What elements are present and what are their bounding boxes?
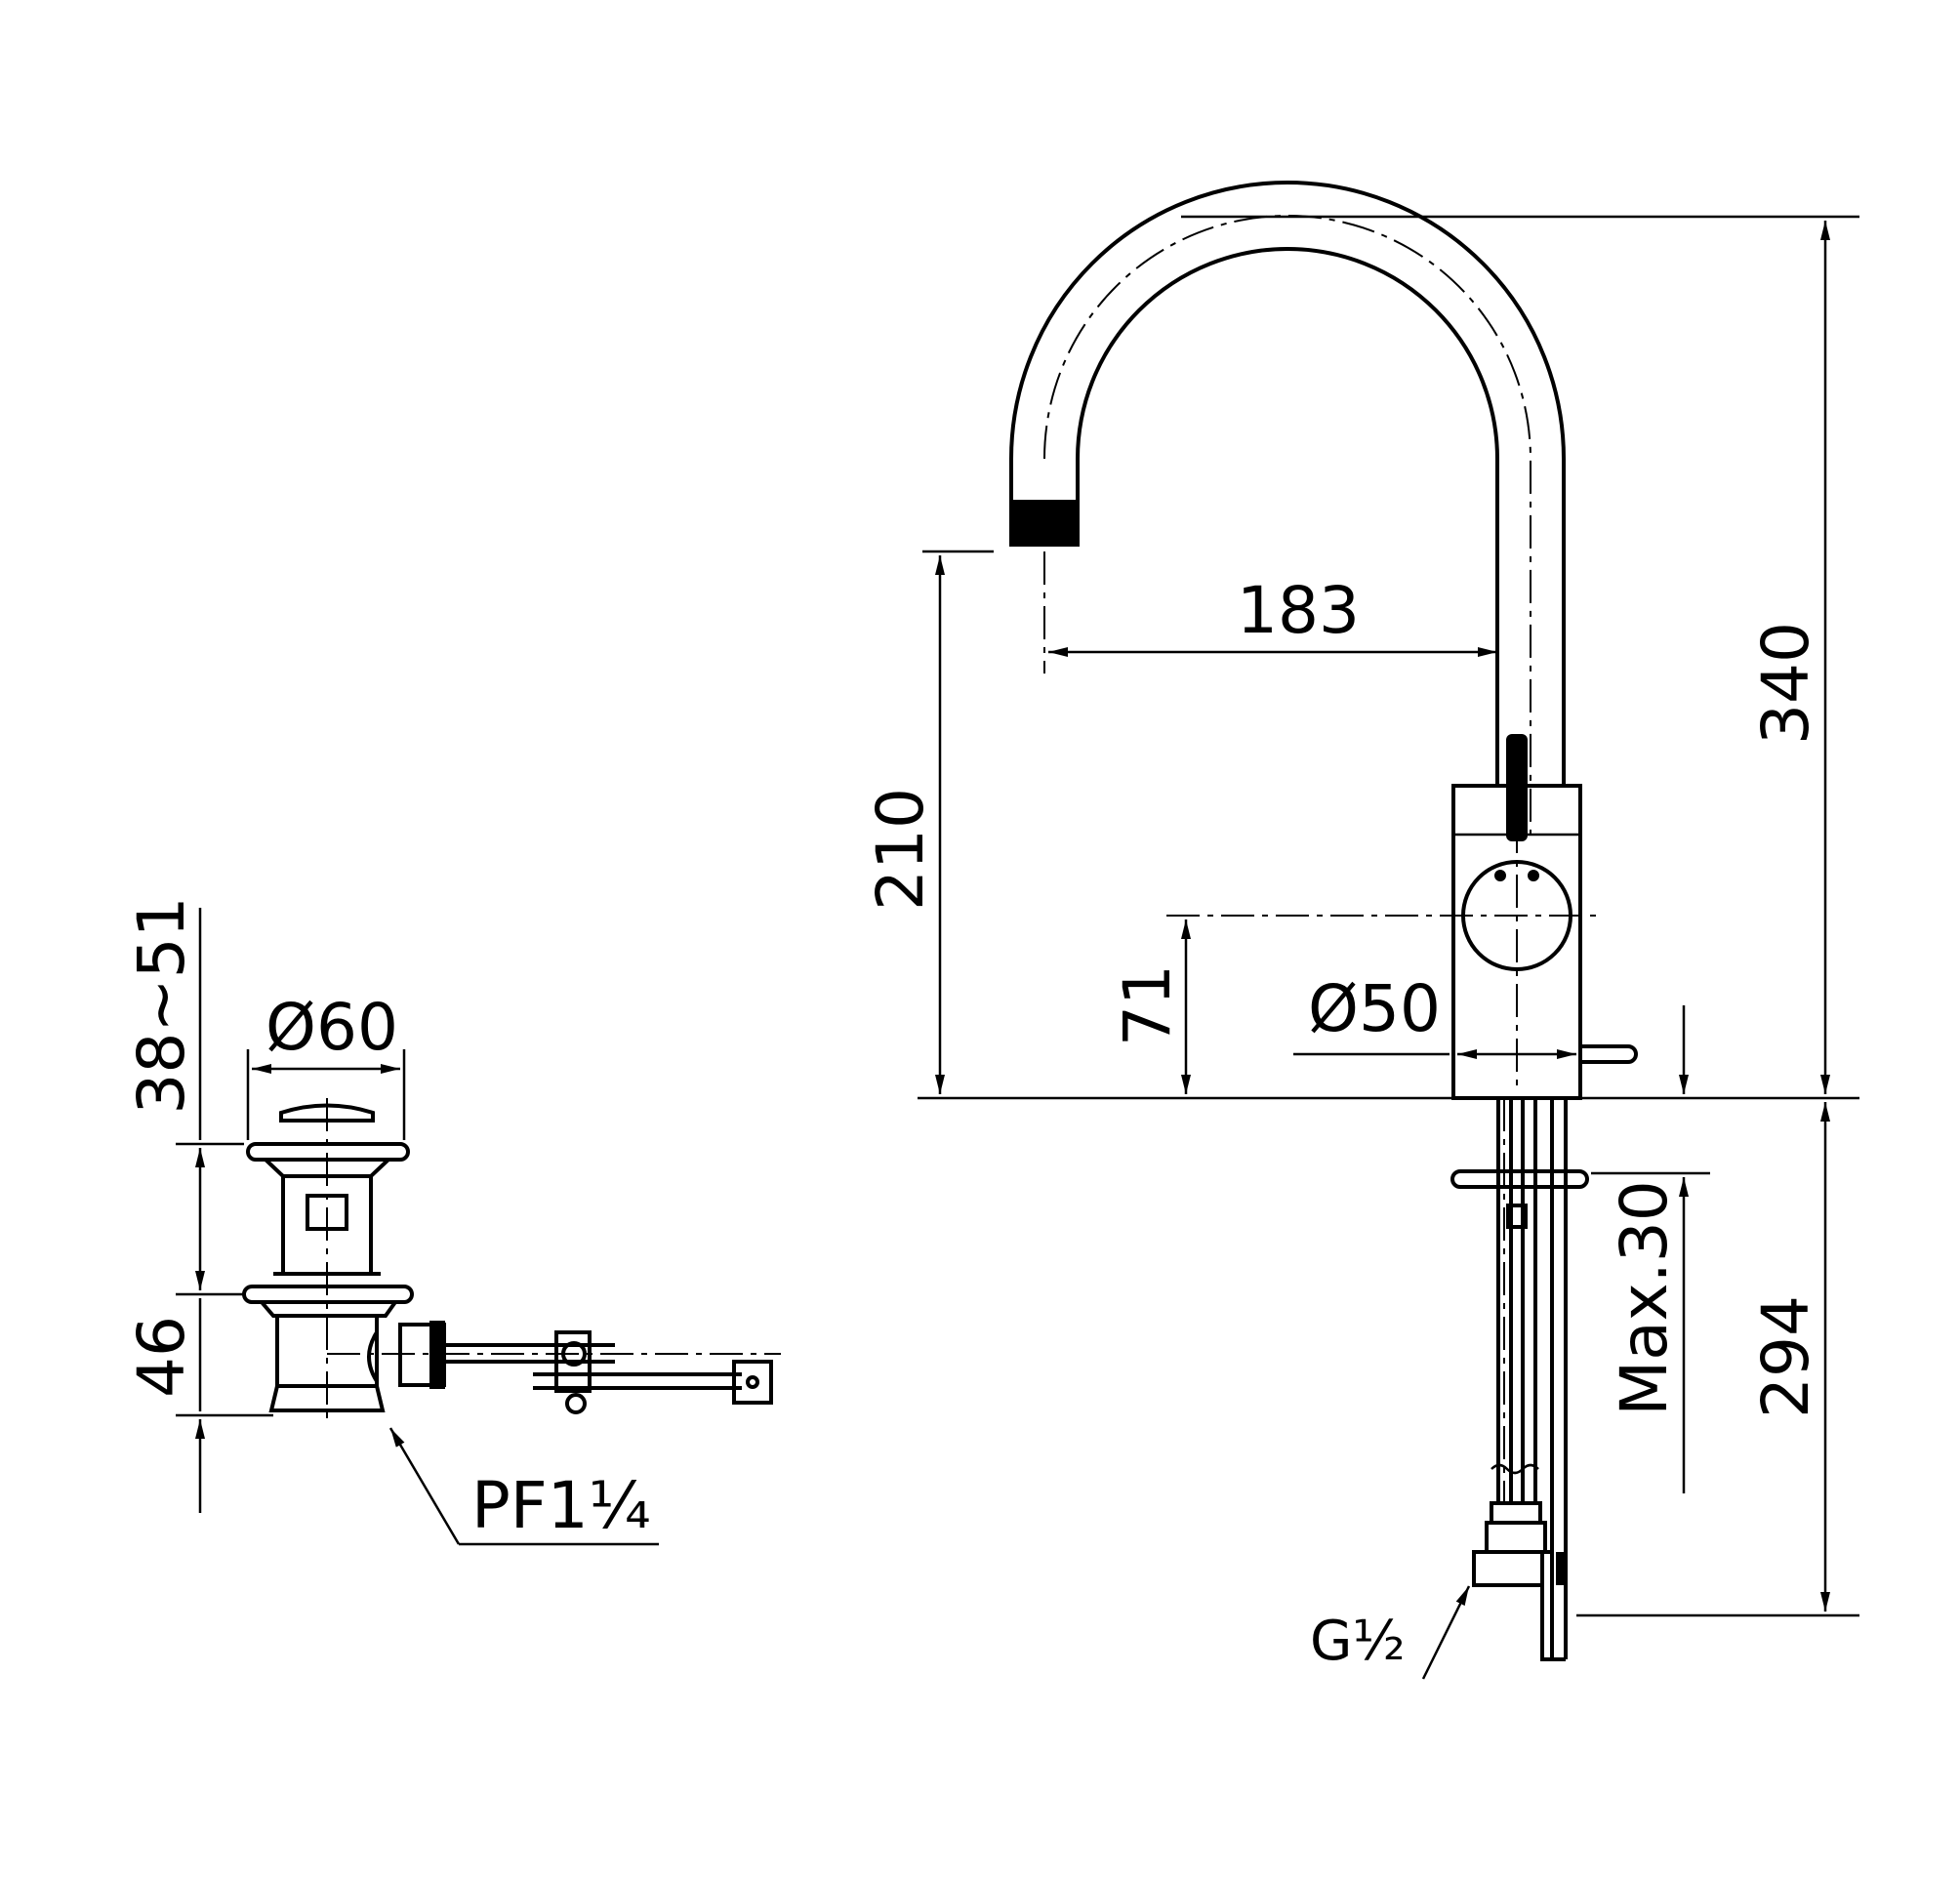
indicator-dot xyxy=(1494,870,1506,881)
dim-label-60: Ø60 xyxy=(265,990,398,1065)
aerator xyxy=(1011,500,1078,547)
dim-label-pf: PF1¼ xyxy=(471,1468,651,1543)
clip-screw xyxy=(561,1341,587,1367)
hose-nut xyxy=(1485,1521,1547,1554)
dim-label-38-51: 38~51 xyxy=(124,896,199,1114)
spout-inner xyxy=(1076,247,1499,786)
leader-pf xyxy=(388,1427,461,1545)
nut xyxy=(1506,1204,1528,1229)
faucet-elevation xyxy=(918,181,1859,1661)
drain-elevation xyxy=(242,1098,781,1425)
rod-end xyxy=(732,1360,773,1405)
dim-label-340: 340 xyxy=(1748,622,1823,745)
dim-label-max30: Max.30 xyxy=(1607,1180,1682,1415)
indicator-dot xyxy=(1528,870,1539,881)
lever-handle xyxy=(1506,734,1528,841)
spout-centerline xyxy=(1043,215,1531,839)
dim-label-294: 294 xyxy=(1748,1295,1823,1418)
dim-label-g12: G½ xyxy=(1310,1610,1406,1673)
under-deck-assembly xyxy=(1450,1098,1589,1661)
drain-dimensions: Ø60 38~51 46 PF1¼ xyxy=(124,896,659,1546)
drain-cap xyxy=(279,1103,375,1123)
dim-label-50: Ø50 xyxy=(1308,971,1441,1046)
dim-label-183: 183 xyxy=(1237,573,1360,648)
dim-label-71: 71 xyxy=(1110,964,1185,1046)
side-pin xyxy=(1580,1044,1638,1064)
spout-outer xyxy=(1009,181,1566,786)
dim-label-46: 46 xyxy=(124,1316,199,1398)
clamp xyxy=(1556,1552,1568,1585)
dim-label-210: 210 xyxy=(863,788,938,911)
hose-nut xyxy=(1490,1501,1542,1525)
leader-g12 xyxy=(1421,1585,1471,1680)
mounting-plate xyxy=(1450,1169,1589,1189)
faucet-dimensions: 340 294 183 210 71 Ø50 Max.30 G½ xyxy=(863,215,1859,1680)
inlet-connector xyxy=(1472,1550,1544,1587)
rod-clip xyxy=(554,1330,592,1393)
